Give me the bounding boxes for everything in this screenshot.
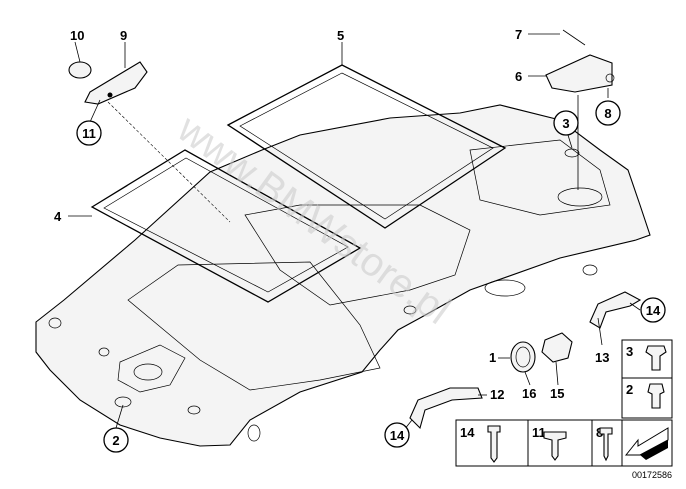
headliner-visor-hole [133,363,163,381]
callout-2: 2 [112,433,119,448]
callout-13: 13 [595,350,609,365]
clip-part-10 [68,61,92,79]
socket-part-15 [541,332,573,363]
legend-label-11: 11 [532,425,546,440]
bracket-screw-hole [107,92,113,98]
headliner-mount-point-f [403,305,417,315]
callout-5: 5 [337,28,344,43]
headliner-rear-contour [469,139,611,216]
callout-12: 12 [490,387,504,402]
callout-7: 7 [515,27,522,42]
headliner-mount-point-g [582,264,598,276]
callout-6: 6 [515,69,522,84]
headliner-opening-front [127,261,381,391]
leader-14a [629,302,641,311]
leader-16 [524,371,531,386]
fastener-legend: 3 2 14 11 8 [455,339,673,467]
front-sunroof-frame [90,149,362,303]
clip-2-icon [647,383,665,409]
callout-14a-circle: 14 [640,297,666,323]
callout-3: 3 [562,116,569,131]
rear-sunroof-frame-inner [239,72,494,220]
headliner-lamp-opening [484,279,526,297]
callout-15: 15 [550,386,564,401]
leader-15 [555,361,559,386]
screw-8-icon [599,427,613,462]
headliner-mount-point-e [48,317,62,329]
leader-11 [89,99,101,123]
clip-3-icon [645,345,667,371]
legend-label-3: 3 [626,344,633,359]
headliner-visor-recess [117,344,186,393]
cover-part-6 [545,54,613,93]
legend-cell-11 [527,419,593,467]
plug-part-16-inner [515,346,531,368]
leader-2 [115,404,124,429]
callout-9: 9 [120,28,127,43]
leader-13 [597,317,603,346]
callout-2-circle: 2 [103,427,129,453]
headliner-mount-point-c [247,424,261,442]
legend-label-2: 2 [626,382,633,397]
arrow-symbol-shadow-icon [640,440,668,460]
headliner-panel [35,104,651,447]
screw-14-icon [487,425,501,463]
callout-11: 11 [82,126,96,141]
headliner-mount-point-a [114,396,132,408]
headliner-mount-point-b [187,405,201,415]
front-sunroof-frame-inner [103,157,349,293]
plug-part-16 [510,341,536,373]
callout-8-circle: 8 [595,100,621,126]
callout-14a: 14 [646,303,661,318]
headliner-mount-point-d [98,347,110,357]
callout-11-circle: 11 [76,120,102,146]
trim-strip-part-7 [562,29,586,46]
headliner-rear-opening [557,187,603,207]
headliner-opening-rear [244,204,471,306]
callout-8: 8 [604,106,611,121]
callout-3-circle: 3 [553,110,579,136]
leader-10 [74,41,81,63]
callout-14b-circle: 14 [384,422,410,448]
bracket-part-9 [84,61,148,105]
grab-handle-part-12 [409,387,483,430]
leader-3 [567,134,573,149]
headliner-clip-point [564,148,580,158]
grab-handle-part-13 [589,291,642,329]
image-number: 00172586 [632,470,672,480]
screw-11-icon [543,431,567,461]
bracket-dashed-guide [107,101,231,223]
callout-1: 1 [489,350,496,365]
callout-16: 16 [522,386,536,401]
legend-label-14: 14 [460,425,475,440]
screw-part-8-shape [605,73,615,83]
legend-cell-2 [621,377,673,419]
rear-sunroof-frame [226,64,507,229]
callout-10: 10 [70,28,84,43]
callout-4: 4 [54,209,62,224]
callout-14b: 14 [390,428,405,443]
